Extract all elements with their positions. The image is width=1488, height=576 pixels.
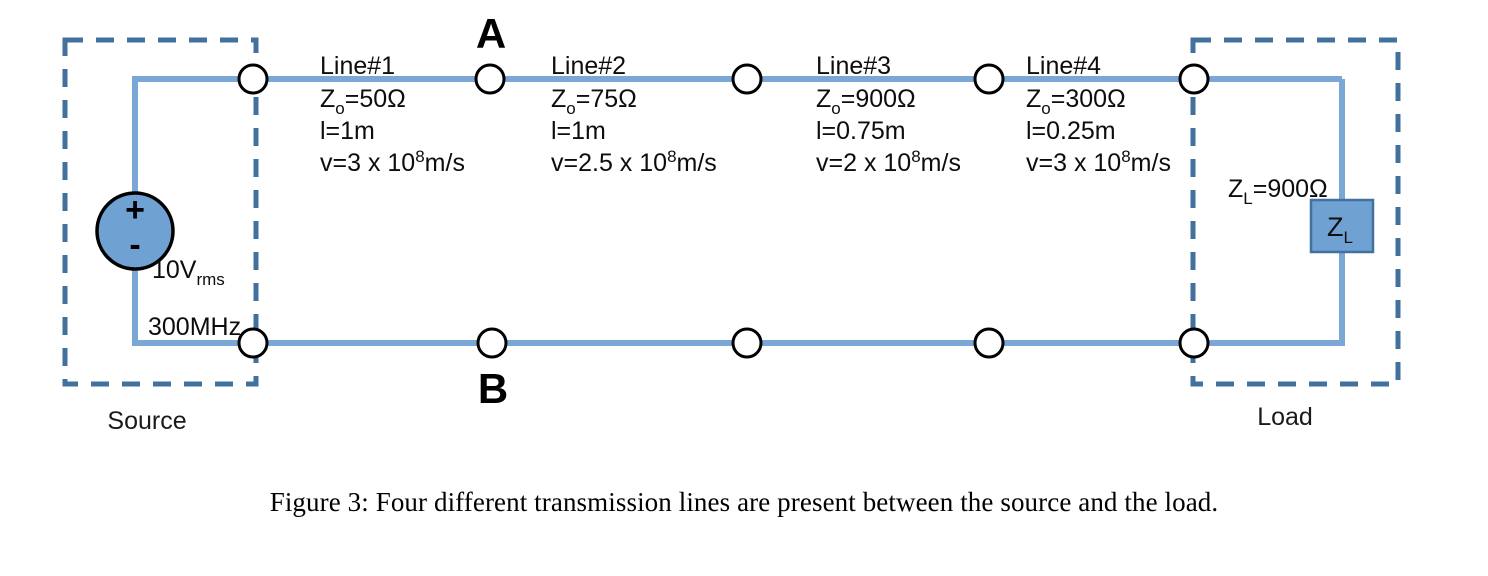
node-label-a: A: [476, 10, 506, 57]
line-1-velocity-exponent: 8: [415, 147, 424, 166]
line-1-z-value: =50Ω: [345, 85, 406, 113]
load-impedance-box: [1309, 198, 1375, 254]
node-bottom-b[interactable]: [476, 327, 508, 359]
node-bottom-source-port[interactable]: [237, 327, 269, 359]
line-4-name: Line#4: [1026, 52, 1101, 80]
source-voltage-value: 10V: [152, 256, 197, 284]
node-bottom-line3-line4[interactable]: [973, 327, 1005, 359]
line-1-velocity-prefix: v=3 x 10: [320, 149, 415, 177]
source-voltage-subscript: rms: [196, 270, 224, 289]
load-impedance-value-number: =900Ω: [1253, 175, 1328, 203]
line-3-annotation: Line#3 Zo=900Ω l=0.75m v=2 x 108m/s: [816, 52, 961, 177]
load-impedance-subscript: L: [1344, 228, 1353, 247]
load-impedance-value-label: ZL=900Ω: [1228, 175, 1328, 208]
line-1-impedance: Zo=50Ω: [320, 85, 406, 118]
line-2-impedance: Zo=75Ω: [551, 85, 637, 118]
node-top-a[interactable]: [474, 63, 506, 95]
source-enclosure-box: [62, 37, 259, 387]
node-top-source-port[interactable]: [237, 63, 269, 95]
line-4-velocity: v=3 x 108m/s: [1026, 147, 1171, 177]
line-3-name: Line#3: [816, 52, 891, 80]
line-3-velocity: v=2 x 108m/s: [816, 147, 961, 177]
node-top-line3-line4[interactable]: [973, 63, 1005, 95]
line-4-z-subscript: o: [1041, 99, 1050, 118]
circuit-diagram: + - 10Vrms 300MHz ZL ZL=900Ω A B Line#1 …: [62, 10, 1401, 435]
line-4-annotation: Line#4 Zo=300Ω l=0.25m v=3 x 108m/s: [1026, 52, 1171, 177]
line-1-velocity-suffix: m/s: [425, 149, 465, 177]
line-2-z-subscript: o: [566, 99, 575, 118]
line-3-velocity-prefix: v=2 x 10: [816, 149, 911, 177]
source-plus-sign: +: [125, 191, 145, 229]
node-top-load-port[interactable]: [1178, 63, 1210, 95]
source-voltage-label: 10Vrms: [152, 256, 225, 289]
load-impedance-symbol: Z: [1327, 212, 1344, 242]
node-bottom-line2-line3[interactable]: [731, 327, 763, 359]
load-block-label: Load: [1257, 403, 1313, 431]
line-2-velocity: v=2.5 x 108m/s: [551, 147, 717, 177]
load-enclosure-box: [1190, 37, 1401, 387]
line-2-velocity-prefix: v=2.5 x 10: [551, 149, 667, 177]
line-4-impedance: Zo=300Ω: [1026, 85, 1126, 118]
line-2-velocity-suffix: m/s: [677, 149, 717, 177]
node-top-line2-line3[interactable]: [731, 63, 763, 95]
node-label-b: B: [478, 365, 508, 412]
line-2-z-symbol: Z: [551, 85, 566, 113]
line-4-velocity-prefix: v=3 x 10: [1026, 149, 1121, 177]
line-4-z-symbol: Z: [1026, 85, 1041, 113]
line-3-z-symbol: Z: [816, 85, 831, 113]
voltage-source-symbol: [95, 191, 175, 271]
load-impedance-value-symbol: Z: [1228, 175, 1243, 203]
line-1-annotation: Line#1 Zo=50Ω l=1m v=3 x 108m/s: [320, 52, 465, 177]
node-bottom-load-port[interactable]: [1178, 327, 1210, 359]
line-2-name: Line#2: [551, 52, 626, 80]
line-1-name: Line#1: [320, 52, 395, 80]
line-3-length: l=0.75m: [816, 117, 906, 145]
source-frequency-label: 300MHz: [148, 313, 241, 341]
line-1-z-subscript: o: [335, 99, 344, 118]
line-2-z-value: =75Ω: [576, 85, 637, 113]
line-4-velocity-suffix: m/s: [1131, 149, 1171, 177]
line-4-velocity-exponent: 8: [1121, 147, 1130, 166]
line-3-z-value: =900Ω: [841, 85, 916, 113]
line-3-velocity-suffix: m/s: [921, 149, 961, 177]
line-2-annotation: Line#2 Zo=75Ω l=1m v=2.5 x 108m/s: [551, 52, 717, 177]
line-1-length: l=1m: [320, 117, 375, 145]
line-3-velocity-exponent: 8: [911, 147, 920, 166]
line-2-length: l=1m: [551, 117, 606, 145]
figure-caption: Figure 3: Four different transmission li…: [269, 487, 1219, 517]
line-4-z-value: =300Ω: [1051, 85, 1126, 113]
load-impedance-value-subscript: L: [1243, 189, 1252, 208]
source-minus-sign: -: [129, 226, 140, 264]
line-3-z-subscript: o: [831, 99, 840, 118]
line-2-velocity-exponent: 8: [667, 147, 676, 166]
line-1-z-symbol: Z: [320, 85, 335, 113]
source-block-label: Source: [107, 407, 186, 435]
load-impedance-box-label: ZL: [1327, 212, 1353, 247]
line-1-velocity: v=3 x 108m/s: [320, 147, 465, 177]
line-3-impedance: Zo=900Ω: [816, 85, 916, 118]
line-4-length: l=0.25m: [1026, 117, 1116, 145]
